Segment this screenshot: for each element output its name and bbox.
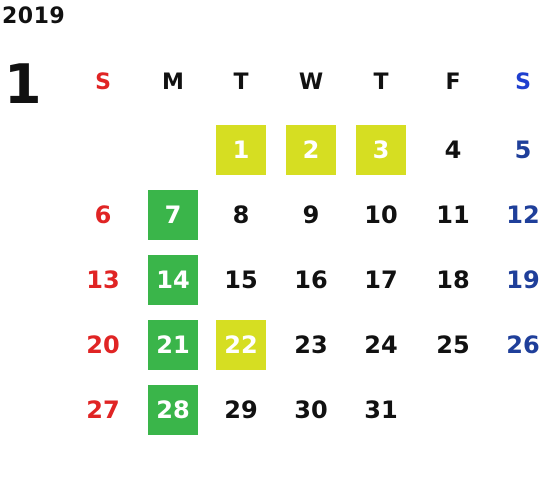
day-cell: 30	[294, 396, 328, 424]
day-cell-highlighted: 1	[216, 125, 266, 175]
day-cell: 17	[364, 266, 398, 294]
day-cell: 25	[436, 331, 470, 359]
month-number: 1	[4, 53, 42, 116]
weekday-header: W	[298, 69, 324, 95]
weekday-header: F	[445, 69, 461, 95]
day-cell: 18	[436, 266, 470, 294]
day-cell: 11	[436, 201, 470, 229]
day-cell-highlighted: 3	[356, 125, 406, 175]
day-cell-highlighted: 22	[216, 320, 266, 370]
day-cell: 27	[86, 396, 120, 424]
day-cell: 4	[444, 136, 462, 164]
day-cell: 26	[506, 331, 540, 359]
day-cell: 6	[94, 201, 112, 229]
day-cell-highlighted: 28	[148, 385, 198, 435]
day-cell-highlighted: 14	[148, 255, 198, 305]
weekday-header: T	[233, 69, 249, 95]
day-cell-highlighted: 21	[148, 320, 198, 370]
day-cell: 20	[86, 331, 120, 359]
day-cell: 24	[364, 331, 398, 359]
day-cell: 8	[232, 201, 250, 229]
day-cell: 19	[506, 266, 540, 294]
weekday-header: T	[373, 69, 389, 95]
day-cell: 10	[364, 201, 398, 229]
day-cell: 31	[364, 396, 398, 424]
day-cell: 5	[514, 136, 532, 164]
weekday-header: S	[95, 69, 111, 95]
day-cell-highlighted: 2	[286, 125, 336, 175]
day-cell: 16	[294, 266, 328, 294]
weekday-header: S	[515, 69, 531, 95]
day-cell-highlighted: 7	[148, 190, 198, 240]
day-cell: 23	[294, 331, 328, 359]
day-cell: 13	[86, 266, 120, 294]
year-label: 2019	[2, 4, 66, 29]
weekday-header: M	[162, 69, 184, 95]
day-cell: 29	[224, 396, 258, 424]
day-cell: 9	[302, 201, 320, 229]
day-cell: 12	[506, 201, 540, 229]
day-cell: 15	[224, 266, 258, 294]
